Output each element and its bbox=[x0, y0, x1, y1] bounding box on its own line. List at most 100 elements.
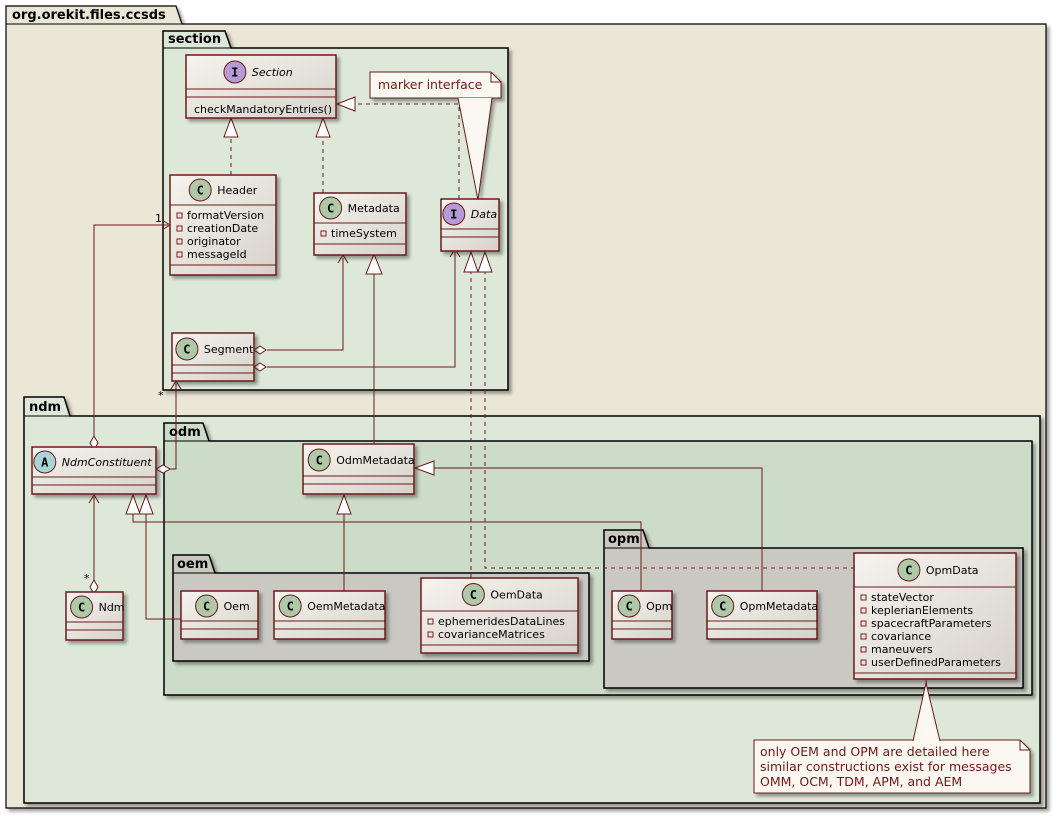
aggregation-constituent-header bbox=[93, 224, 168, 436]
private-field-icon bbox=[860, 594, 867, 601]
private-field-icon bbox=[176, 225, 183, 232]
note-marker-interface: marker interface bbox=[369, 71, 502, 201]
stereotype-c-icon bbox=[195, 594, 219, 618]
private-field-icon bbox=[860, 607, 867, 614]
class-field: keplerianElements bbox=[871, 604, 973, 617]
diamond-segment-metadata bbox=[253, 345, 267, 355]
class-name: Ndm bbox=[99, 601, 125, 614]
stereotype-letter: C bbox=[327, 202, 334, 216]
stereotype-c-icon bbox=[175, 337, 199, 361]
note-detail-line-2: similar constructions exist for messages bbox=[760, 759, 1012, 774]
classes-layer: I Section checkMandatoryEntries() C Header fo… bbox=[31, 54, 1017, 680]
stereotype-letter: C bbox=[316, 454, 323, 468]
private-field-icon bbox=[427, 618, 434, 625]
stereotype-c-icon bbox=[70, 595, 94, 619]
stereotype-a-icon bbox=[33, 450, 57, 474]
class-name: Section bbox=[252, 66, 293, 79]
class-segment: C Segment bbox=[171, 332, 255, 382]
class-name: NdmConstituent bbox=[62, 456, 152, 469]
triangle-odmmetadata-opmmetadata bbox=[413, 460, 435, 476]
multiplicity-ndm: * bbox=[84, 572, 90, 585]
class-opm: C Opm bbox=[611, 590, 673, 640]
note-detail-line-3: OMM, OCM, TDM, APM, and AEM bbox=[760, 774, 962, 789]
class-metadata: C Metadata timeSystem bbox=[313, 192, 407, 256]
package-ndm-label: ndm bbox=[29, 400, 61, 415]
note-detail-line-1: only OEM and OPM are detailed here bbox=[760, 744, 990, 759]
class-field: spacecraftParameters bbox=[871, 617, 992, 630]
private-field-icon bbox=[860, 659, 867, 666]
triangle-data-oemdata bbox=[463, 250, 479, 273]
stereotype-letter: C bbox=[470, 588, 477, 602]
generalization-oem-constituent bbox=[145, 514, 181, 620]
stereotype-letter: C bbox=[287, 600, 294, 614]
aggregation-constituent-segment bbox=[170, 383, 177, 470]
private-field-icon bbox=[860, 646, 867, 653]
class-field: timeSystem bbox=[331, 227, 397, 240]
package-odm-label: odm bbox=[169, 425, 201, 440]
aggregation-segment-data bbox=[267, 252, 456, 368]
class-name: Segment bbox=[204, 343, 254, 356]
stereotype-c-icon bbox=[188, 178, 212, 202]
class-name: Metadata bbox=[348, 202, 400, 215]
stereotype-letter: A bbox=[41, 456, 49, 470]
stereotype-c-icon bbox=[617, 594, 641, 618]
stereotype-letter: C bbox=[183, 343, 190, 357]
triangle-odmmetadata-oemmetadata bbox=[336, 493, 352, 515]
triangle-section-data bbox=[335, 96, 356, 112]
class-field: originator bbox=[187, 235, 241, 248]
class-name: Data bbox=[471, 208, 498, 221]
class-header: C Header formatVersioncreationDateoriginat… bbox=[169, 174, 277, 276]
diamond-constituent-segment bbox=[154, 464, 172, 474]
class-name: Header bbox=[217, 184, 258, 197]
private-field-icon bbox=[860, 633, 867, 640]
class-ndm: C Ndm bbox=[65, 591, 125, 641]
stereotype-c-icon bbox=[278, 594, 302, 618]
class-field: covarianceMatrices bbox=[438, 628, 545, 641]
class-name: OdmMetadata bbox=[336, 454, 414, 467]
class-oem-data: C OemData ephemeridesDataLinescovarianceMa… bbox=[420, 577, 579, 654]
class-method: checkMandatoryEntries() bbox=[194, 103, 332, 116]
class-field: stateVector bbox=[871, 591, 934, 604]
package-section-label: section bbox=[168, 32, 221, 47]
class-field: covariance bbox=[871, 630, 931, 643]
stereotype-c-icon bbox=[897, 558, 921, 582]
class-name: OpmMetadata bbox=[740, 600, 818, 613]
class-field: ephemeridesDataLines bbox=[438, 615, 565, 628]
stereotype-c-icon bbox=[461, 583, 485, 606]
class-section: I Section checkMandatoryEntries() bbox=[185, 54, 337, 119]
stereotype-letter: C bbox=[625, 600, 632, 614]
stereotype-c-icon bbox=[319, 196, 343, 220]
class-field: formatVersion bbox=[187, 209, 264, 222]
triangle-section-metadata bbox=[315, 116, 331, 138]
private-field-icon bbox=[860, 620, 867, 627]
stereotype-letter: I bbox=[231, 66, 238, 80]
class-field: messageId bbox=[187, 248, 247, 261]
diamond-ndm bbox=[89, 578, 99, 596]
stereotype-letter: C bbox=[78, 601, 85, 615]
class-field: userDefinedParameters bbox=[871, 656, 1001, 669]
triangle-constituent-opm bbox=[125, 493, 141, 515]
class-name: OemMetadata bbox=[307, 600, 385, 613]
triangle-metadata-odmmetadata bbox=[365, 252, 383, 275]
class-name: OemData bbox=[490, 589, 542, 602]
stereotype-letter: C bbox=[905, 564, 912, 578]
class-field: maneuvers bbox=[871, 643, 933, 656]
class-name: OpmData bbox=[926, 564, 979, 577]
stereotype-letter: C bbox=[197, 184, 204, 198]
private-field-icon bbox=[176, 238, 183, 245]
class-name: Opm bbox=[646, 600, 672, 613]
stereotype-c-icon bbox=[711, 594, 735, 618]
note-detail: only OEM and OPM are detailed here simil… bbox=[753, 682, 1031, 794]
multiplicity-segment: * bbox=[158, 389, 164, 402]
class-opm-data: C OpmData stateVectorkeplerianElementsspac… bbox=[853, 552, 1017, 680]
note-marker-text: marker interface bbox=[378, 77, 483, 92]
generalization-opm-constituent bbox=[132, 514, 642, 592]
stereotype-letter: C bbox=[719, 600, 726, 614]
stereotype-c-icon bbox=[307, 448, 331, 472]
class-field: creationDate bbox=[187, 222, 258, 235]
diamond-segment-data bbox=[253, 362, 267, 372]
package-oem-label: oem bbox=[177, 557, 208, 572]
triangle-data-opmdata bbox=[477, 250, 493, 273]
